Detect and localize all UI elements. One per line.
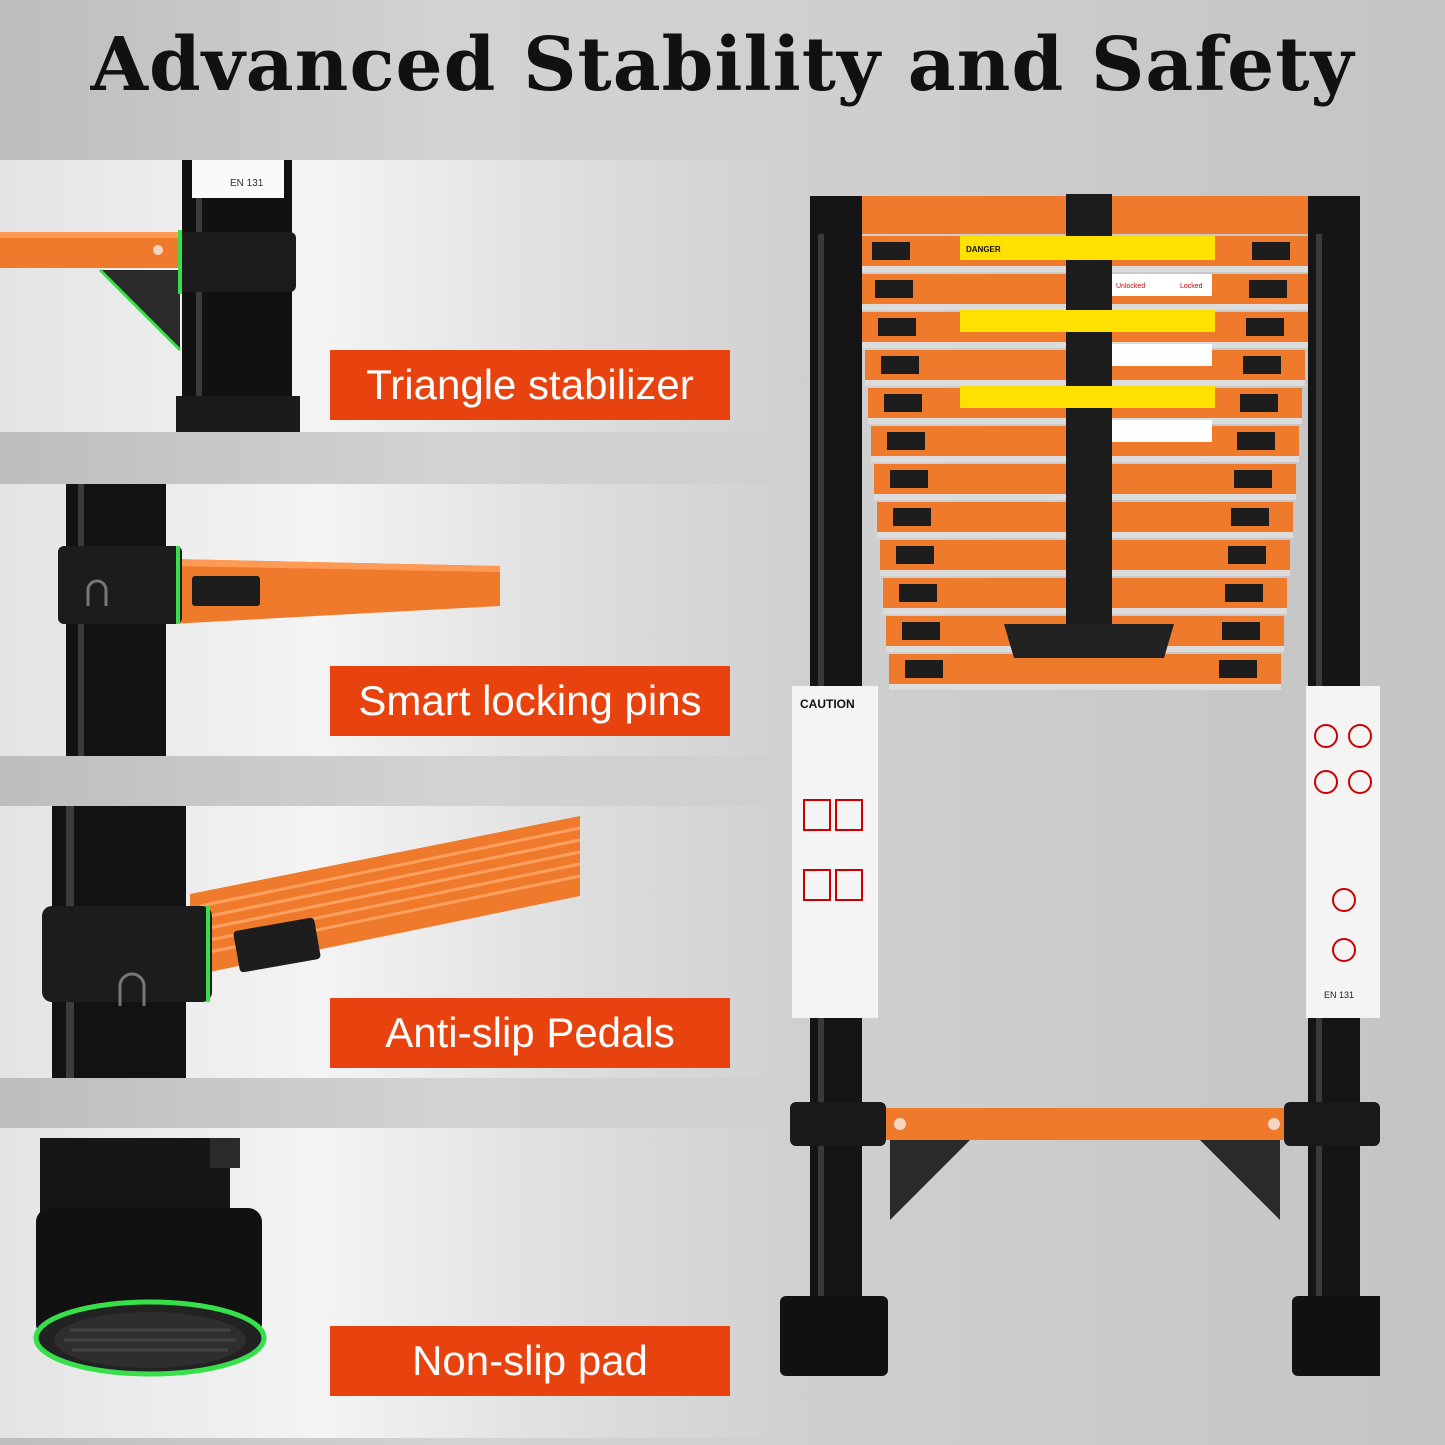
- locking-pin: [872, 242, 910, 260]
- locking-pin: [905, 660, 943, 678]
- anti-slip-pedals-image: [42, 806, 581, 1078]
- lock-sticker-unlocked: Unlocked: [1116, 283, 1145, 290]
- caution-label-standard: EN 131: [1324, 990, 1354, 1000]
- ladder-bottom-rung: [870, 1108, 1300, 1140]
- locking-pin: [893, 508, 931, 526]
- caution-label-title: CAUTION: [800, 697, 855, 711]
- locking-pin: [890, 470, 928, 488]
- feature-label-non-slip-pad: Non-slip pad: [330, 1326, 730, 1396]
- smart-locking-pins-image: [58, 484, 500, 756]
- caution-label-left: [792, 686, 878, 1018]
- ladder-strap: [1066, 194, 1112, 644]
- panel-non-slip-pad: Non-slip pad: [0, 1128, 800, 1438]
- triangle-stabilizer-image: EN 131: [0, 160, 300, 432]
- locking-pin: [1246, 318, 1284, 336]
- locking-pin: [875, 280, 913, 298]
- locking-pin: [881, 356, 919, 374]
- locking-pin: [1228, 546, 1266, 564]
- ladder-rung: [889, 654, 1281, 684]
- locking-pin: [896, 546, 934, 564]
- locking-pin: [1234, 470, 1272, 488]
- page-title: Advanced Stability and Safety: [90, 22, 1355, 108]
- non-slip-pad-image: [33, 1138, 267, 1377]
- lock-sticker: [1112, 274, 1212, 296]
- locking-pin: [1222, 622, 1260, 640]
- locking-pin: [878, 318, 916, 336]
- locking-pin: [1240, 394, 1278, 412]
- tube-label-text: EN 131: [230, 178, 264, 189]
- locking-pin: [902, 622, 940, 640]
- feature-label-anti-slip-pedals: Anti-slip Pedals: [330, 998, 730, 1068]
- panel-smart-locking-pins: Smart locking pins: [0, 484, 800, 756]
- right-foot: [1292, 1296, 1380, 1376]
- locking-pin: [1225, 584, 1263, 602]
- locking-pin: [899, 584, 937, 602]
- locking-pin: [1237, 432, 1275, 450]
- locking-pin: [1252, 242, 1290, 260]
- panel-triangle-stabilizer: EN 131 Triangle stabilizer: [0, 160, 800, 432]
- locking-pin: [1243, 356, 1281, 374]
- danger-sticker: [960, 236, 1215, 260]
- feature-label-smart-locking-pins: Smart locking pins: [330, 666, 730, 736]
- feature-label-triangle-stabilizer: Triangle stabilizer: [330, 350, 730, 420]
- ladder-rung-gap: [889, 684, 1281, 690]
- left-foot: [780, 1296, 888, 1376]
- locking-pin: [884, 394, 922, 412]
- locking-pin: [1231, 508, 1269, 526]
- caution-label-right: [1306, 686, 1380, 1018]
- danger-sticker-text: DANGER: [966, 245, 1001, 254]
- locking-pin: [887, 432, 925, 450]
- telescopic-ladder-image: DANGER Unlocked Locked CAUTION EN 131: [780, 194, 1380, 1376]
- locking-pin: [1249, 280, 1287, 298]
- locking-pin: [1219, 660, 1257, 678]
- lock-sticker-locked: Locked: [1180, 283, 1203, 290]
- panel-anti-slip-pedals: Anti-slip Pedals: [0, 806, 800, 1078]
